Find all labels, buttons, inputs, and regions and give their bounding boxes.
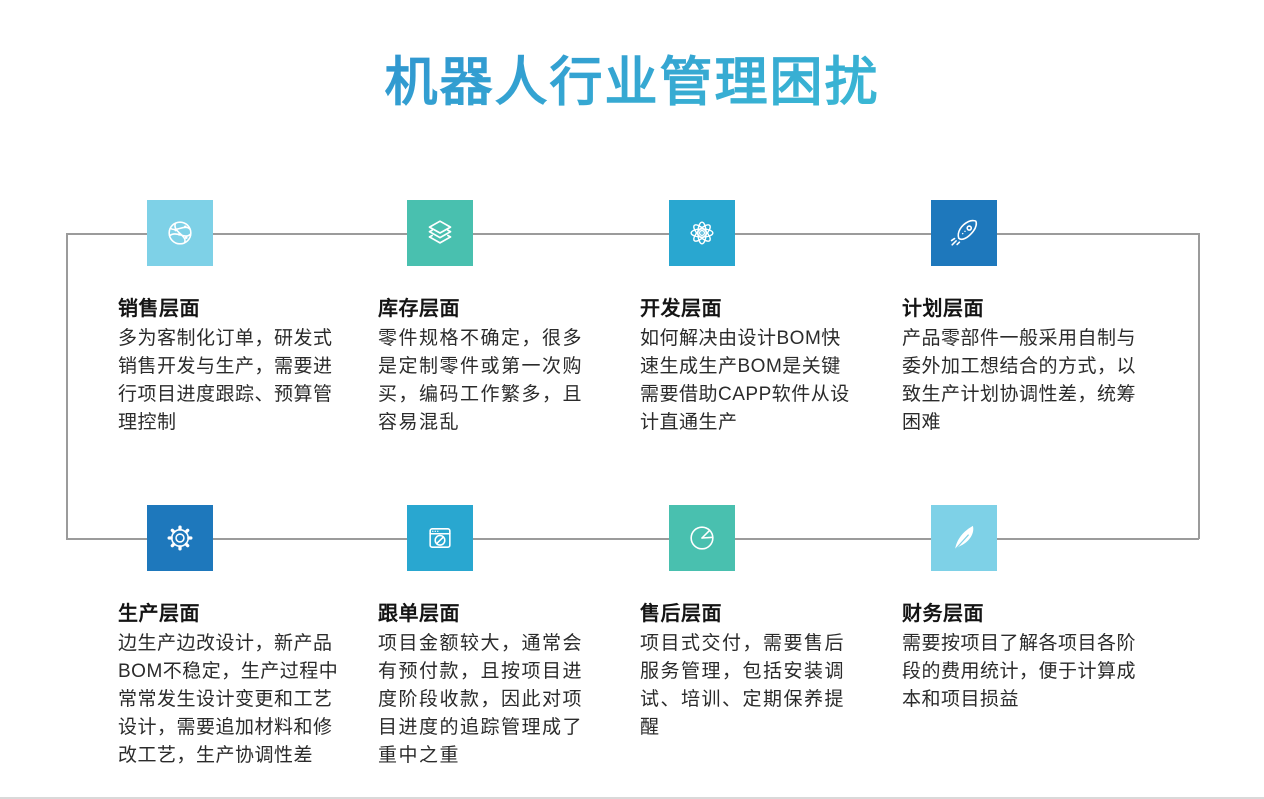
section-sales: 销售层面 多为客制化订单，研发式 销售开发与生产，需要进 行项目进度跟踪、预算管…: [118, 200, 380, 437]
browser-compass-icon: [407, 505, 473, 571]
gear-icon: [147, 505, 213, 571]
section-development: 开发层面 如何解决由设计BOM快 速生成生产BOM是关键 需要借助CAPP软件从…: [640, 200, 902, 437]
section-body: 如何解决由设计BOM快 速生成生产BOM是关键 需要借助CAPP软件从设 计直通…: [640, 328, 850, 433]
rocket-icon: [931, 200, 997, 266]
section-title: 跟单层面: [378, 603, 460, 625]
section-body: 项目金额较大，通常会 有预付款，且按项目进 度阶段收款，因此对项 目进度的追踪管…: [378, 633, 584, 766]
section-title: 计划层面: [902, 298, 984, 320]
section-inventory: 库存层面 零件规格不确定，很多 是定制零件或第一次购 买，编码工作繁多，且 容易…: [378, 200, 640, 437]
section-production: 生产层面 边生产边改设计，新产品 BOM不稳定，生产过程中 常常发生设计变更和工…: [118, 505, 380, 770]
section-finance: 财务层面 需要按项目了解各项目各阶 段的费用统计，便于计算成 本和项目损益: [902, 505, 1164, 714]
layers-icon: [407, 200, 473, 266]
section-body: 边生产边改设计，新产品 BOM不稳定，生产过程中 常常发生设计变更和工艺 设计，…: [118, 633, 339, 766]
atom-icon: [669, 200, 735, 266]
connector-left-line: [66, 233, 68, 539]
page-bottom-divider: [0, 797, 1264, 799]
section-body: 产品零部件一般采用自制与 委外加工想结合的方式，以 致生产计划协调性差，统筹 困…: [902, 328, 1137, 433]
section-planning: 计划层面 产品零部件一般采用自制与 委外加工想结合的方式，以 致生产计划协调性差…: [902, 200, 1164, 437]
section-after-sales: 售后层面 项目式交付，需要售后 服务管理，包括安装调 试、培训、定期保养提 醒: [640, 505, 902, 742]
page-title: 机器人行业管理困扰: [0, 40, 1264, 116]
section-body: 多为客制化订单，研发式 销售开发与生产，需要进 行项目进度跟踪、预算管 理控制: [118, 328, 333, 433]
section-body: 项目式交付，需要售后 服务管理，包括安装调 试、培训、定期保养提 醒: [640, 633, 846, 738]
section-title: 销售层面: [118, 298, 200, 320]
section-order-tracking: 跟单层面 项目金额较大，通常会 有预付款，且按项目进 度阶段收款，因此对项 目进…: [378, 505, 640, 770]
section-title: 库存层面: [378, 298, 460, 320]
network-globe-icon: [147, 200, 213, 266]
connector-right-line: [1198, 233, 1200, 539]
section-title: 售后层面: [640, 603, 722, 625]
section-title: 生产层面: [118, 603, 200, 625]
section-body: 零件规格不确定，很多 是定制零件或第一次购 买，编码工作繁多，且 容易混乱: [378, 328, 584, 433]
pie-chart-icon: [669, 505, 735, 571]
section-body: 需要按项目了解各项目各阶 段的费用统计，便于计算成 本和项目损益: [902, 633, 1137, 710]
section-title: 开发层面: [640, 298, 722, 320]
connector-bottom-line: [66, 538, 1199, 540]
connector-top-line: [66, 233, 1199, 235]
section-title: 财务层面: [902, 603, 984, 625]
feather-icon: [931, 505, 997, 571]
